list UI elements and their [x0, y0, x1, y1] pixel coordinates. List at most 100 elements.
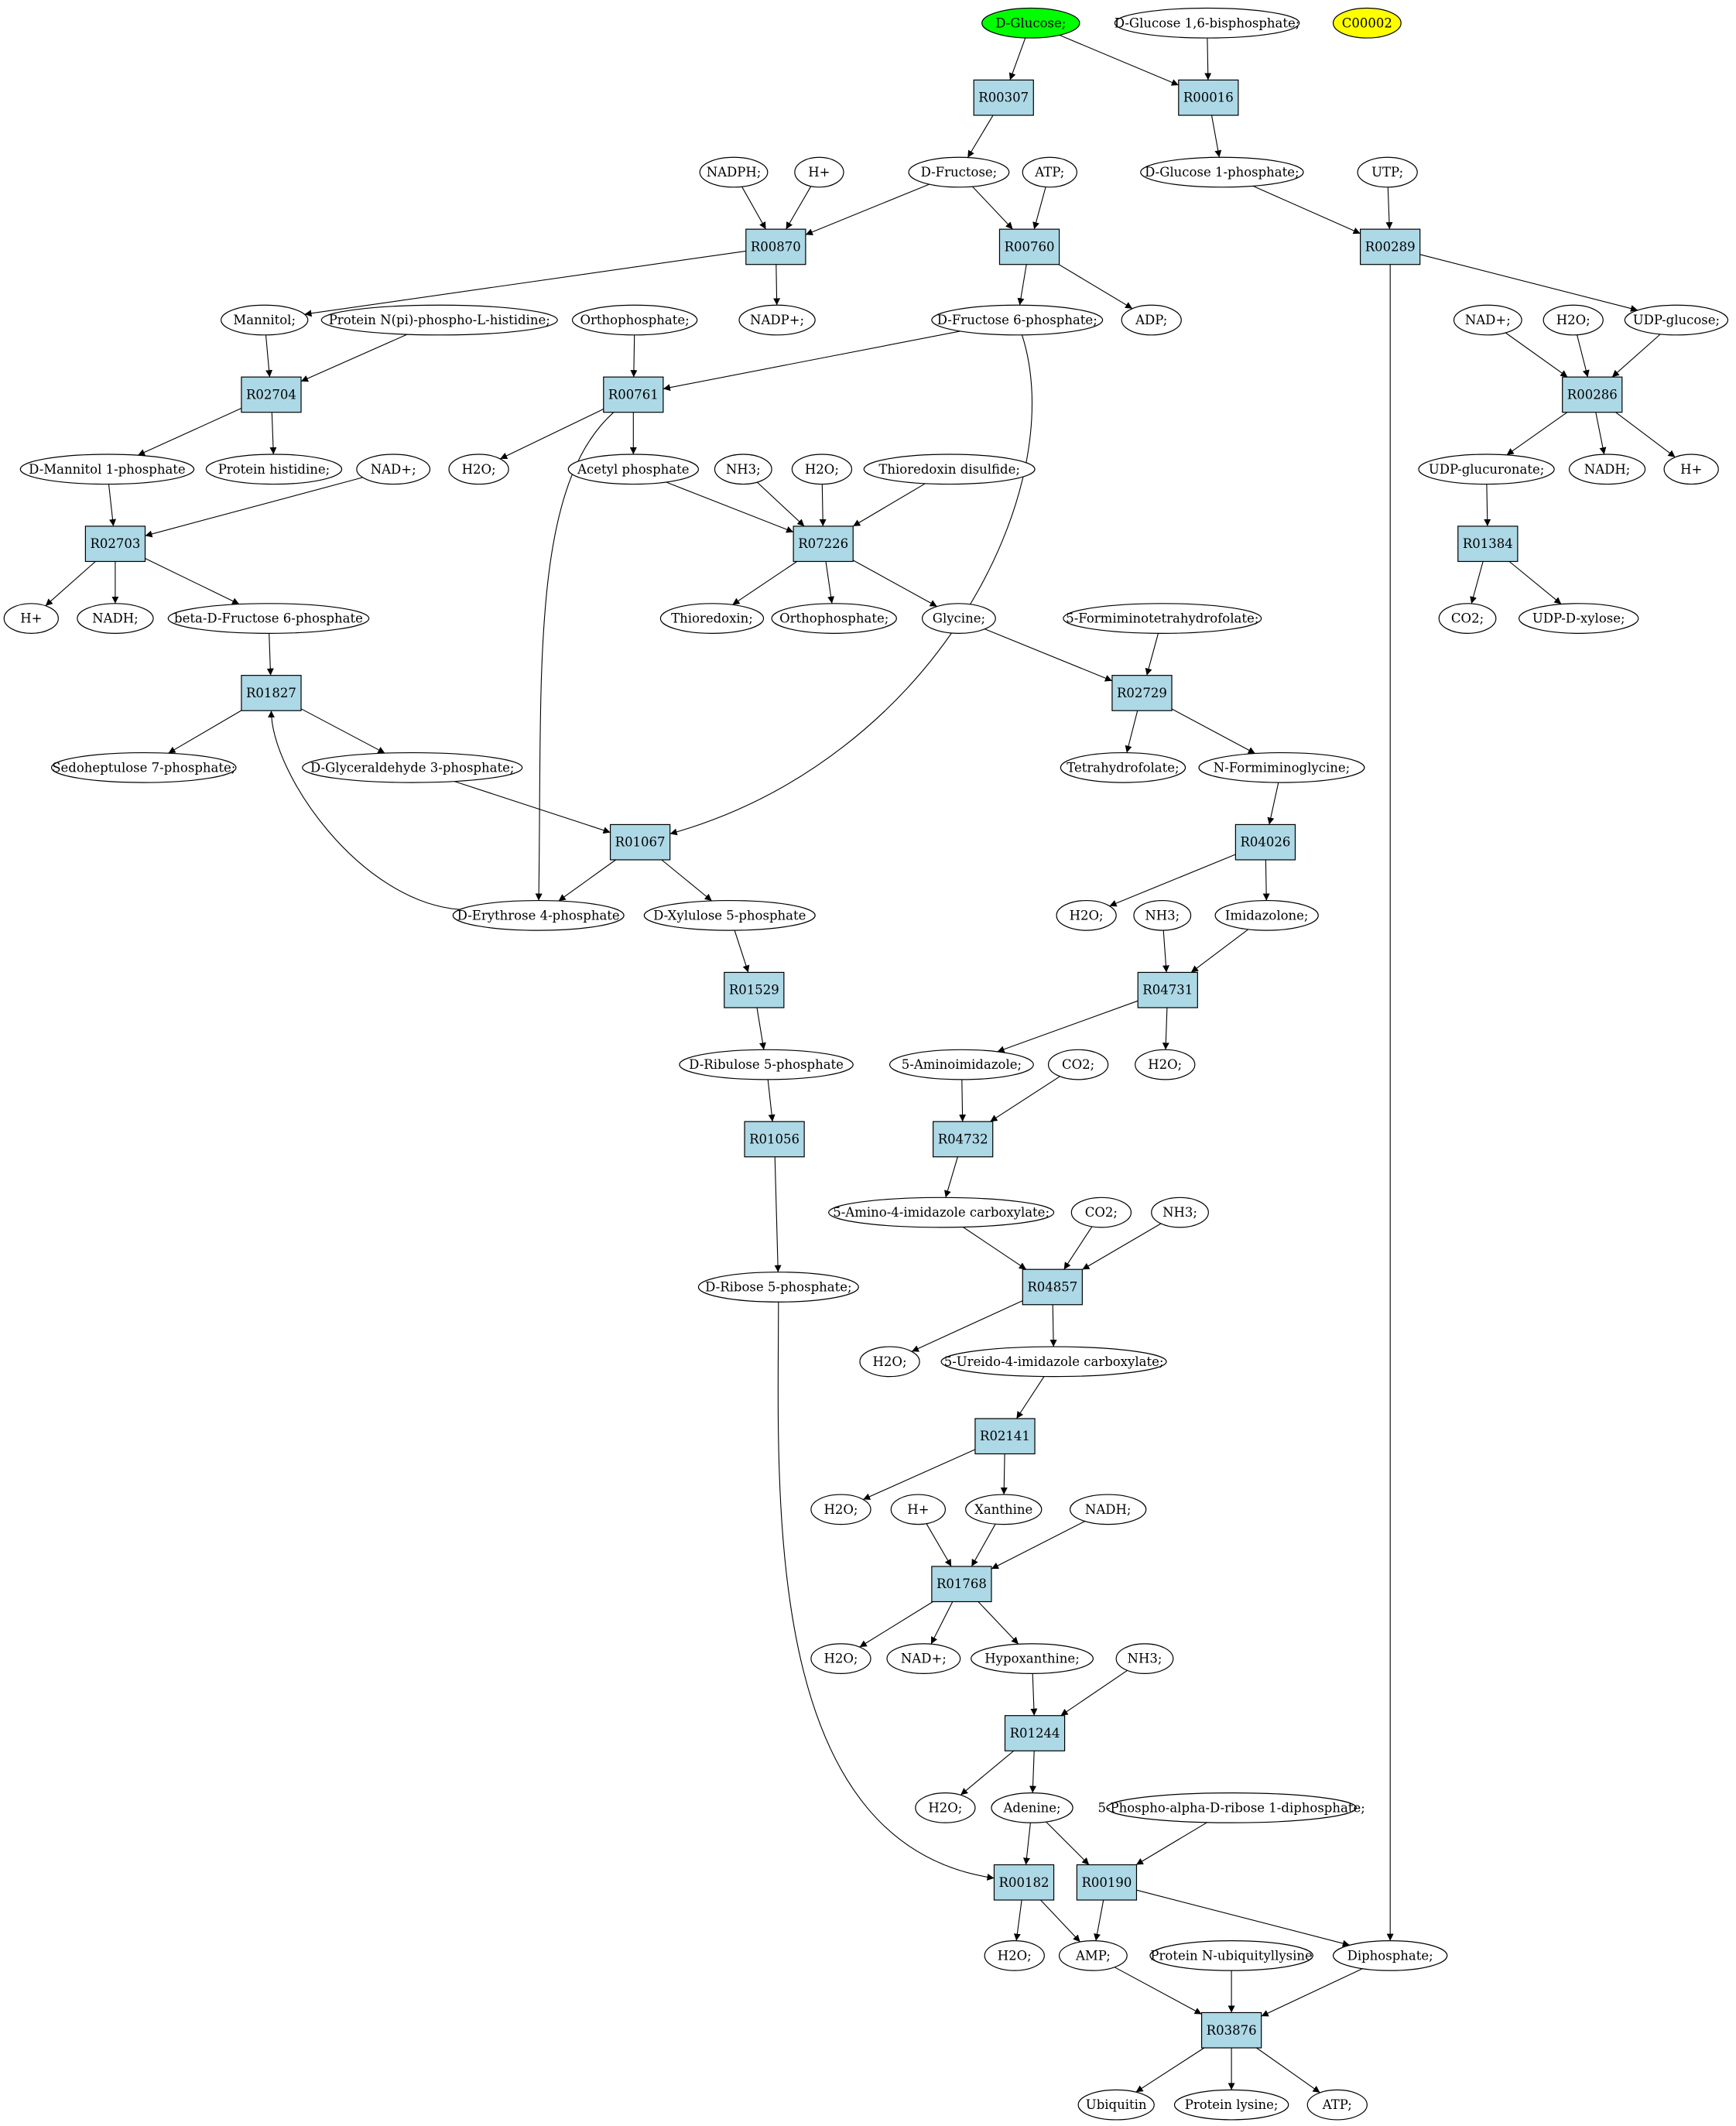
compound-node-utp[interactable]: UTP;	[1357, 156, 1418, 188]
compound-node-protnub[interactable]: Protein N-ubiquityllysine	[1149, 1940, 1313, 1971]
reaction-node-r04026[interactable]: R04026	[1234, 823, 1296, 861]
compound-node-thio[interactable]: Thioredoxin;	[659, 603, 765, 634]
compound-node-r5pu[interactable]: D-Ribulose 5-phosphate	[679, 1049, 854, 1080]
compound-node-gly[interactable]: Glycine;	[921, 603, 996, 634]
compound-node-aicarb[interactable]: 5-Amino-4-imidazole carboxylate;	[828, 1197, 1055, 1228]
reaction-node-r02729[interactable]: R02729	[1111, 675, 1173, 711]
compound-node-protlys[interactable]: Protein lysine;	[1173, 2089, 1289, 2121]
compound-node-atp1[interactable]: ATP;	[1022, 156, 1077, 188]
compound-node-nh3b[interactable]: NH3;	[1133, 899, 1192, 931]
compound-node-thf[interactable]: Tetrahydrofolate;	[1060, 751, 1186, 783]
compound-node-prpp[interactable]: 5-Phospho-alpha-D-ribose 1-diphosphate;	[1097, 1792, 1365, 1823]
compound-node-glc[interactable]: D-Glucose;	[981, 7, 1080, 39]
reaction-node-r04732[interactable]: R04732	[933, 1121, 994, 1158]
compound-node-nfg[interactable]: N-Formiminoglycine;	[1198, 751, 1365, 783]
compound-node-nadp[interactable]: NADP+;	[738, 304, 816, 336]
compound-node-m1p[interactable]: D-Mannitol 1-phosphate	[19, 454, 195, 485]
compound-node-c00002[interactable]: C00002	[1332, 7, 1402, 39]
reaction-node-r00870[interactable]: R00870	[745, 228, 806, 265]
reaction-node-r02141[interactable]: R02141	[974, 1418, 1036, 1455]
compound-node-hplus3[interactable]: H+	[3, 603, 59, 634]
compound-node-imidazolone[interactable]: Imidazolone;	[1214, 899, 1319, 931]
compound-node-nad1[interactable]: NAD+;	[1453, 304, 1522, 336]
compound-node-hypox[interactable]: Hypoxanthine;	[971, 1643, 1094, 1674]
reaction-node-r01384[interactable]: R01384	[1457, 526, 1519, 563]
compound-node-fthf[interactable]: 5-Formiminotetrahydrofolate;	[1063, 603, 1262, 634]
compound-node-h2o10[interactable]: H2O;	[984, 1940, 1045, 1971]
reaction-node-r00289[interactable]: R00289	[1360, 228, 1421, 265]
compound-node-amp[interactable]: AMP;	[1058, 1940, 1128, 1971]
reaction-node-r00761[interactable]: R00761	[603, 376, 664, 413]
reaction-node-r01529[interactable]: R01529	[724, 971, 785, 1008]
compound-node-fru[interactable]: D-Fructose;	[908, 156, 1010, 188]
compound-node-nadh2[interactable]: NADH;	[77, 603, 154, 634]
compound-node-thiodis[interactable]: Thioredoxin disulfide;	[863, 454, 1036, 485]
compound-node-co2b[interactable]: CO2;	[1047, 1049, 1109, 1080]
reaction-node-r02703[interactable]: R02703	[84, 526, 146, 563]
compound-node-g16bp[interactable]: D-Glucose 1,6-bisphosphate;	[1115, 7, 1300, 39]
compound-node-r5p[interactable]: D-Ribose 5-phosphate;	[697, 1272, 859, 1303]
compound-node-prothis[interactable]: Protein histidine;	[205, 454, 343, 485]
compound-node-h2o8[interactable]: H2O;	[810, 1643, 871, 1674]
compound-node-nadh3[interactable]: NADH;	[1069, 1494, 1147, 1525]
compound-node-g3p[interactable]: D-Glyceraldehyde 3-phosphate;	[302, 751, 523, 783]
compound-node-g1p[interactable]: D-Glucose 1-phosphate;	[1140, 156, 1304, 188]
compound-node-udpglcur[interactable]: UDP-glucuronate;	[1418, 454, 1555, 485]
compound-node-hplus2[interactable]: H+	[1663, 454, 1719, 485]
compound-node-orthop2[interactable]: Orthophosphate;	[771, 603, 897, 634]
compound-node-ppi[interactable]: Diphosphate;	[1332, 1940, 1448, 1971]
compound-node-nad3[interactable]: NAD+;	[886, 1643, 961, 1674]
compound-node-adp[interactable]: ADP;	[1121, 304, 1182, 336]
reaction-node-r07226[interactable]: R07226	[793, 526, 854, 563]
compound-node-nadh1[interactable]: NADH;	[1568, 454, 1646, 485]
reaction-node-r00760[interactable]: R00760	[998, 228, 1060, 265]
reaction-node-r03876[interactable]: R03876	[1200, 2011, 1262, 2049]
compound-node-mannitol[interactable]: Mannitol;	[221, 304, 309, 336]
compound-node-h2o2[interactable]: H2O;	[448, 454, 509, 485]
reaction-node-r04857[interactable]: R04857	[1022, 1268, 1083, 1306]
reaction-node-r01067[interactable]: R01067	[609, 823, 671, 861]
compound-node-udpglc[interactable]: UDP-glucose;	[1624, 304, 1729, 336]
compound-node-hplus1[interactable]: H+	[794, 156, 844, 188]
compound-node-aimid[interactable]: 5-Aminoimidazole;	[889, 1049, 1034, 1080]
compound-node-adenine[interactable]: Adenine;	[991, 1792, 1073, 1823]
compound-node-ubiq[interactable]: Ubiquitin	[1077, 2089, 1155, 2121]
compound-node-nh3a[interactable]: NH3;	[714, 454, 772, 485]
compound-node-h2o9[interactable]: H2O;	[915, 1792, 976, 1823]
compound-node-atp2[interactable]: ATP;	[1306, 2089, 1368, 2121]
reaction-node-r04731[interactable]: R04731	[1137, 971, 1198, 1008]
reaction-node-r00182[interactable]: R00182	[993, 1864, 1055, 1901]
compound-node-h2o6[interactable]: H2O;	[859, 1346, 920, 1378]
compound-node-h2o7[interactable]: H2O;	[810, 1494, 871, 1525]
compound-node-nh3d[interactable]: NH3;	[1115, 1643, 1174, 1674]
reaction-node-r00190[interactable]: R00190	[1076, 1864, 1138, 1901]
reaction-node-r01244[interactable]: R01244	[1004, 1715, 1066, 1751]
compound-node-nh3c[interactable]: NH3;	[1151, 1197, 1209, 1228]
reaction-node-r00286[interactable]: R00286	[1562, 376, 1623, 413]
reaction-node-r01827[interactable]: R01827	[241, 675, 302, 711]
compound-node-s7p[interactable]: Sedoheptulose 7-phosphate;	[50, 751, 237, 783]
compound-node-e4p[interactable]: D-Erythrose 4-phosphate	[452, 899, 625, 931]
compound-node-h2o4[interactable]: H2O;	[1056, 899, 1117, 931]
compound-node-bf6p[interactable]: beta-D-Fructose 6-phosphate	[167, 603, 370, 634]
compound-node-hplus4[interactable]: H+	[890, 1494, 946, 1525]
compound-node-f6p[interactable]: D-Fructose 6-phosphate;	[931, 304, 1104, 336]
compound-node-co2a[interactable]: CO2;	[1438, 603, 1497, 634]
compound-node-uicarb[interactable]: 5-Ureido-4-imidazole carboxylate;	[940, 1346, 1167, 1378]
reaction-node-r02704[interactable]: R02704	[241, 376, 302, 413]
compound-node-acetylp[interactable]: Acetyl phosphate	[567, 454, 700, 485]
reaction-node-r00016[interactable]: R00016	[1178, 79, 1239, 116]
compound-node-orthop1[interactable]: Orthophosphate;	[571, 304, 698, 336]
compound-node-nadph1[interactable]: NADPH;	[699, 156, 769, 188]
reaction-node-r00307[interactable]: R00307	[973, 79, 1034, 116]
compound-node-x5p[interactable]: D-Xylulose 5-phosphate	[643, 899, 816, 931]
reaction-node-r01056[interactable]: R01056	[744, 1121, 805, 1158]
compound-node-udpxyl[interactable]: UDP-D-xylose;	[1519, 603, 1639, 634]
reaction-node-r01768[interactable]: R01768	[931, 1566, 992, 1603]
compound-node-co2c[interactable]: CO2;	[1070, 1197, 1132, 1228]
compound-node-h2o5[interactable]: H2O;	[1135, 1049, 1196, 1080]
compound-node-h2o1[interactable]: H2O;	[1543, 304, 1604, 336]
compound-node-h2o3[interactable]: H2O;	[791, 454, 853, 485]
compound-node-protnpi[interactable]: Protein N(pi)-phospho-L-histidine;	[320, 304, 558, 336]
compound-node-xanthine[interactable]: Xanthine	[965, 1494, 1043, 1525]
